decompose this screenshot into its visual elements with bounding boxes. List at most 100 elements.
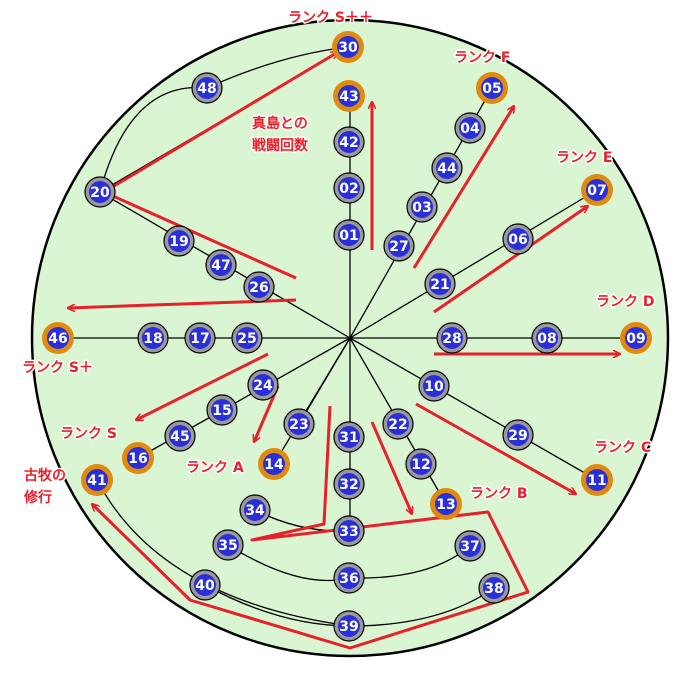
node-core: [142, 327, 164, 349]
node-37: 37: [454, 530, 486, 562]
node-47: 47: [205, 249, 237, 281]
node-number: 40: [195, 578, 215, 594]
node-26: 26: [243, 271, 275, 303]
node-08: 08: [531, 322, 563, 354]
node-38: 38: [478, 572, 510, 604]
node-core: [586, 469, 608, 491]
node-core: [252, 374, 274, 396]
node-07: 07: [581, 174, 613, 206]
label-rank-s-plus: ランク S＋: [22, 360, 93, 376]
node-number: 20: [90, 185, 110, 201]
node-core: [338, 85, 360, 107]
node-17: 17: [184, 322, 216, 354]
label-rank-e: ランク E: [556, 150, 612, 166]
node-core: [338, 426, 360, 448]
node-20: 20: [84, 176, 116, 208]
node-core: [536, 327, 558, 349]
node-core: [194, 574, 216, 596]
node-32: 32: [333, 468, 365, 500]
node-core: [441, 327, 463, 349]
node-15: 15: [206, 394, 238, 426]
node-number: 02: [339, 181, 358, 197]
label-rank-s-plus-plus: ランク S＋＋: [288, 10, 373, 26]
node-39: 39: [333, 610, 365, 642]
node-number: 47: [211, 258, 230, 274]
node-number: 45: [170, 429, 189, 445]
node-number: 36: [339, 571, 358, 587]
node-core: [338, 615, 360, 637]
node-number: 10: [424, 379, 444, 395]
node-core: [236, 327, 258, 349]
node-number: 43: [339, 89, 358, 105]
node-core: [338, 224, 360, 246]
node-number: 27: [389, 239, 408, 255]
node-04: 04: [454, 112, 486, 144]
node-41: 41: [81, 464, 113, 496]
node-number: 06: [508, 232, 527, 248]
node-11: 11: [581, 464, 613, 496]
label-rank-d: ランク D: [596, 294, 655, 310]
node-number: 09: [626, 331, 645, 347]
node-number: 25: [237, 331, 256, 347]
node-number: 32: [339, 477, 358, 493]
node-number: 30: [338, 40, 358, 56]
node-number: 37: [460, 539, 479, 555]
node-core: [127, 447, 149, 469]
node-number: 39: [339, 619, 358, 635]
label-rank-f: ランク F: [454, 50, 510, 66]
node-09: 09: [620, 322, 652, 354]
node-number: 42: [339, 135, 358, 151]
node-number: 35: [218, 538, 237, 554]
node-core: [86, 469, 108, 491]
node-core: [338, 473, 360, 495]
node-core: [196, 77, 218, 99]
label-rank-c: ランク C: [594, 440, 651, 456]
node-22: 22: [382, 408, 414, 440]
node-24: 24: [247, 369, 279, 401]
node-number: 21: [430, 277, 449, 293]
node-13: 13: [430, 488, 462, 520]
node-number: 23: [289, 417, 308, 433]
node-core: [625, 327, 647, 349]
node-core: [435, 493, 457, 515]
node-number: 19: [169, 234, 188, 250]
node-34: 34: [239, 494, 271, 526]
node-number: 22: [388, 417, 407, 433]
label-rank-s: ランク S: [60, 426, 117, 442]
node-21: 21: [424, 268, 456, 300]
label-majima-line1: 真島との: [252, 115, 308, 132]
node-core: [586, 179, 608, 201]
node-29: 29: [502, 419, 534, 451]
node-number: 04: [460, 121, 480, 137]
node-number: 17: [190, 331, 209, 347]
node-number: 18: [143, 331, 162, 347]
node-06: 06: [502, 223, 534, 255]
node-48: 48: [191, 72, 223, 104]
node-number: 07: [587, 183, 606, 199]
node-core: [423, 375, 445, 397]
node-28: 28: [436, 322, 468, 354]
node-25: 25: [231, 322, 263, 354]
node-core: [507, 424, 529, 446]
node-number: 38: [484, 581, 503, 597]
node-core: [210, 254, 232, 276]
label-layer: ランク S＋＋ ランク F ランク E ランク D ランク C ランク B ラン…: [21, 9, 657, 508]
node-number: 01: [339, 228, 358, 244]
node-core: [89, 181, 111, 203]
node-number: 14: [264, 457, 284, 473]
node-number: 44: [437, 161, 457, 177]
node-number: 08: [537, 331, 556, 347]
node-core: [338, 131, 360, 153]
node-core: [436, 157, 458, 179]
node-number: 26: [249, 280, 268, 296]
node-core: [481, 77, 503, 99]
node-core: [248, 276, 270, 298]
node-number: 15: [212, 403, 231, 419]
node-core: [288, 413, 310, 435]
node-05: 05: [476, 72, 508, 104]
node-30: 30: [332, 31, 364, 63]
node-number: 46: [48, 331, 67, 347]
node-core: [459, 535, 481, 557]
node-46: 46: [42, 322, 74, 354]
node-43: 43: [333, 80, 365, 112]
